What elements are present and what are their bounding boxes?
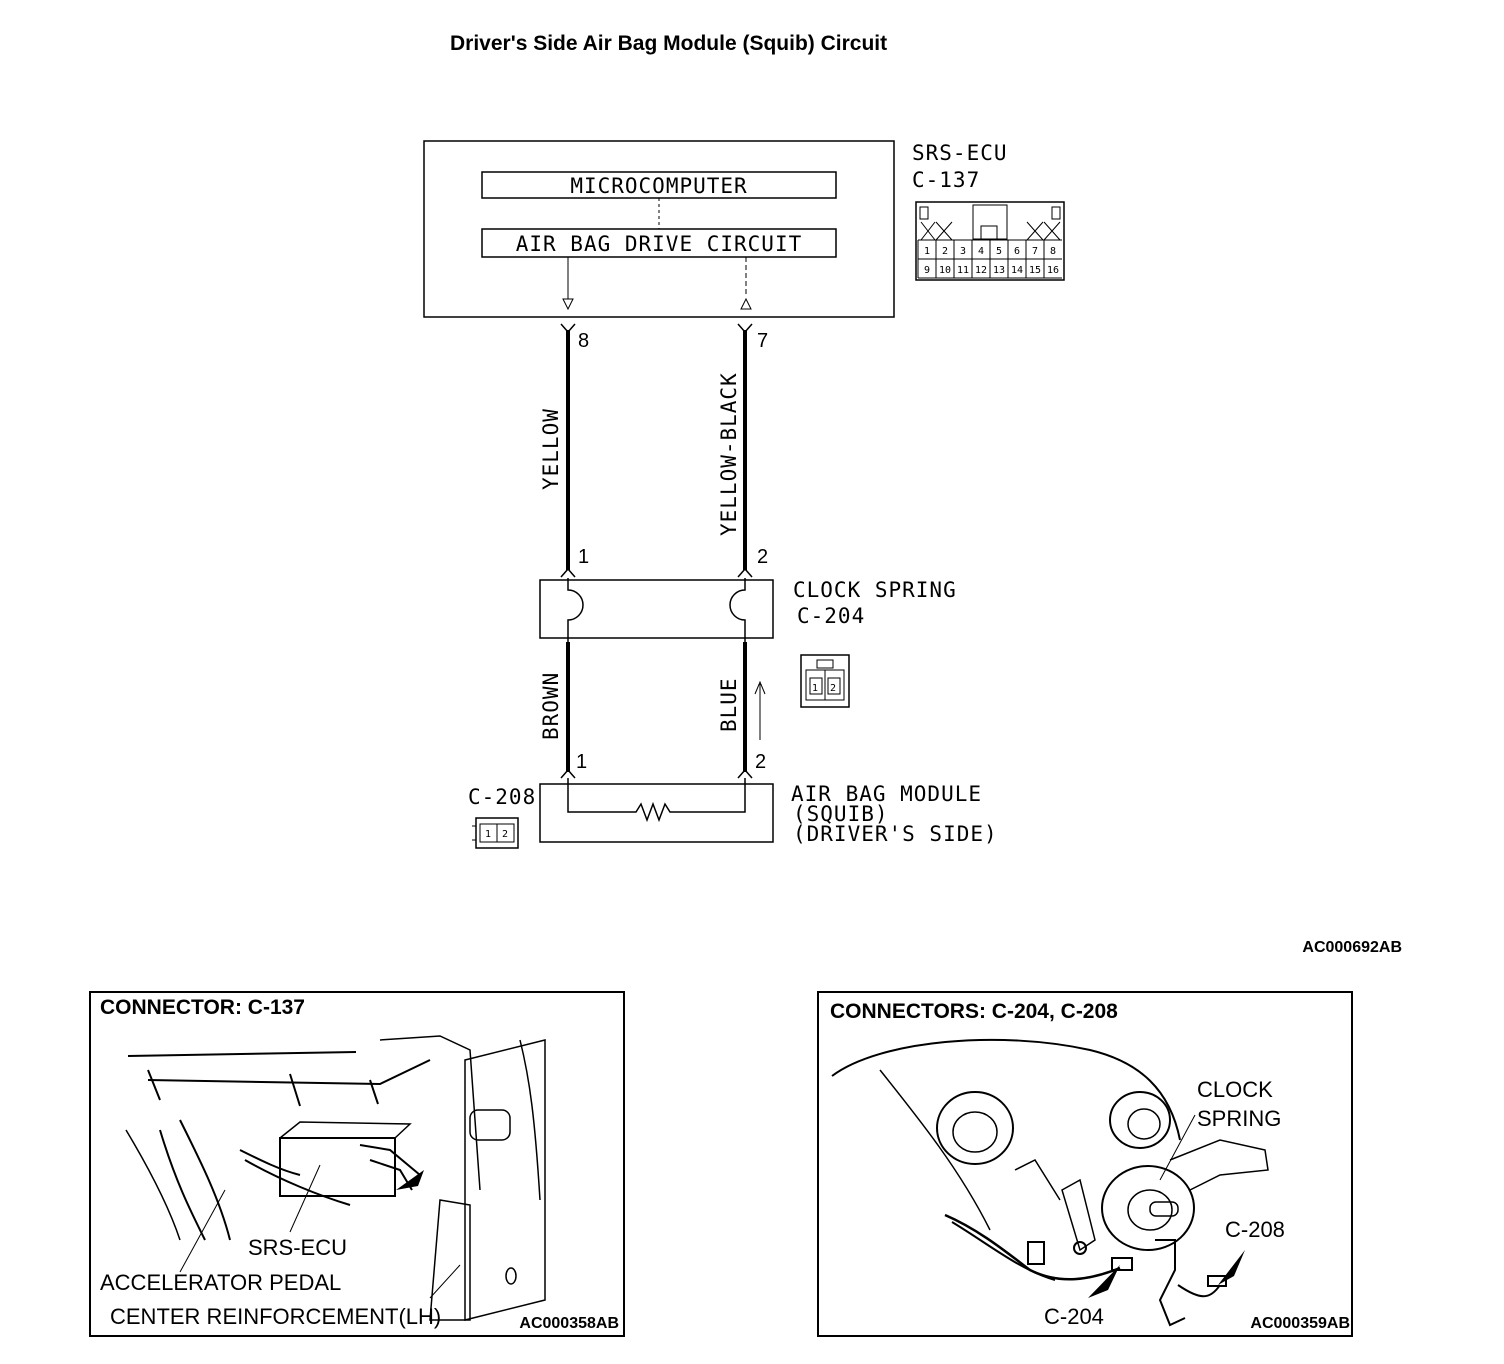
wire-label-yellow-black: YELLOW-BLACK bbox=[717, 372, 741, 536]
pin-2-clock-top: 2 bbox=[757, 546, 768, 568]
air-bag-module-label: AIR BAG MODULE bbox=[791, 782, 982, 806]
panel-right-clock-label-1: CLOCK bbox=[1197, 1077, 1273, 1102]
panel-left-title: CONNECTOR: C-137 bbox=[100, 996, 305, 1019]
panel-left-accelerator-label: ACCELERATOR PEDAL bbox=[100, 1270, 341, 1295]
air-bag-module-box bbox=[539, 778, 774, 843]
c137-pin-11: 11 bbox=[957, 265, 969, 276]
pin-1-module: 1 bbox=[576, 751, 587, 773]
panel-right-clock-label-2: SPRING bbox=[1197, 1106, 1281, 1131]
c137-pin-14: 14 bbox=[1011, 265, 1023, 276]
steering-column-illustration bbox=[831, 1038, 1269, 1327]
clock-spring-label: CLOCK SPRING bbox=[793, 578, 957, 602]
wire-label-brown: BROWN bbox=[539, 672, 563, 740]
c204-connector-face: 1 2 bbox=[800, 654, 850, 708]
c137-pin-15: 15 bbox=[1029, 265, 1041, 276]
panel-left-srs-ecu-label: SRS-ECU bbox=[248, 1235, 347, 1260]
c208-connector-face: 1 2 bbox=[472, 817, 519, 849]
drive-circuit-label: AIR BAG DRIVE CIRCUIT bbox=[516, 232, 803, 256]
c137-pin-6: 6 bbox=[1014, 246, 1020, 257]
c137-pin-4: 4 bbox=[978, 246, 984, 257]
c204-label: C-204 bbox=[797, 604, 865, 628]
wire-label-blue: BLUE bbox=[717, 677, 741, 732]
c137-pin-12: 12 bbox=[975, 265, 987, 276]
panel-left-code: AC000358AB bbox=[519, 1315, 619, 1332]
pin-7: 7 bbox=[757, 330, 768, 352]
c137-pin-2: 2 bbox=[942, 246, 948, 257]
current-arrow-icon bbox=[754, 680, 766, 740]
c208-label: C-208 bbox=[468, 785, 536, 809]
c137-pin-5: 5 bbox=[996, 246, 1002, 257]
squib-resistor-icon bbox=[567, 778, 746, 823]
c137-pin-13: 13 bbox=[993, 265, 1005, 276]
wire-harness bbox=[560, 323, 753, 779]
diagram-title: Driver's Side Air Bag Module (Squib) Cir… bbox=[450, 32, 887, 55]
panel-right-title: CONNECTORS: C-204, C-208 bbox=[830, 1000, 1118, 1023]
c137-pin-16: 16 bbox=[1047, 265, 1059, 276]
drivers-side-label: (DRIVER'S SIDE) bbox=[793, 822, 998, 846]
panel-connector-c137: CONNECTOR: C-137 SRS-ECU ACCELERATOR PED… bbox=[89, 991, 625, 1337]
c137-pin-1: 1 bbox=[924, 246, 930, 257]
diagram-code: AC000692AB bbox=[1302, 939, 1402, 956]
microcomputer-label: MICROCOMPUTER bbox=[570, 174, 747, 198]
c137-pin-9: 9 bbox=[924, 265, 930, 276]
panel-right-c208-label: C-208 bbox=[1225, 1217, 1285, 1242]
c204-pin-1: 1 bbox=[812, 683, 818, 694]
c204-pin-2: 2 bbox=[830, 683, 836, 694]
c208-pin-1: 1 bbox=[485, 829, 491, 840]
panel-right-code: AC000359AB bbox=[1250, 1315, 1350, 1332]
panel-connectors-c204-c208: CONNECTORS: C-204, C-208 CL bbox=[817, 991, 1353, 1337]
arrow-icon bbox=[396, 1170, 424, 1190]
c137-pin-3: 3 bbox=[960, 246, 966, 257]
c137-pin-7: 7 bbox=[1032, 246, 1038, 257]
c137-pin-10: 10 bbox=[939, 265, 951, 276]
c208-arrow-icon bbox=[1218, 1250, 1245, 1285]
pin-8: 8 bbox=[578, 330, 589, 352]
pin-2-module: 2 bbox=[755, 751, 766, 773]
panel-right-c204-label: C-204 bbox=[1044, 1304, 1104, 1329]
squib-label: (SQUIB) bbox=[793, 802, 889, 826]
c137-label: C-137 bbox=[912, 168, 980, 192]
c204-arrow-icon bbox=[1088, 1265, 1120, 1298]
c137-pin-8: 8 bbox=[1050, 246, 1056, 257]
clock-spring-box bbox=[539, 578, 774, 642]
panel-left-reinforcement-label: CENTER REINFORCEMENT(LH) bbox=[110, 1304, 441, 1329]
srs-ecu-label: SRS-ECU bbox=[912, 141, 1008, 165]
srs-ecu-box: MICROCOMPUTER AIR BAG DRIVE CIRCUIT bbox=[423, 140, 895, 318]
wire-label-yellow: YELLOW bbox=[539, 408, 563, 490]
c208-pin-2: 2 bbox=[502, 829, 508, 840]
dashboard-illustration-left bbox=[125, 1035, 546, 1321]
pin-1-clock-top: 1 bbox=[578, 546, 589, 568]
